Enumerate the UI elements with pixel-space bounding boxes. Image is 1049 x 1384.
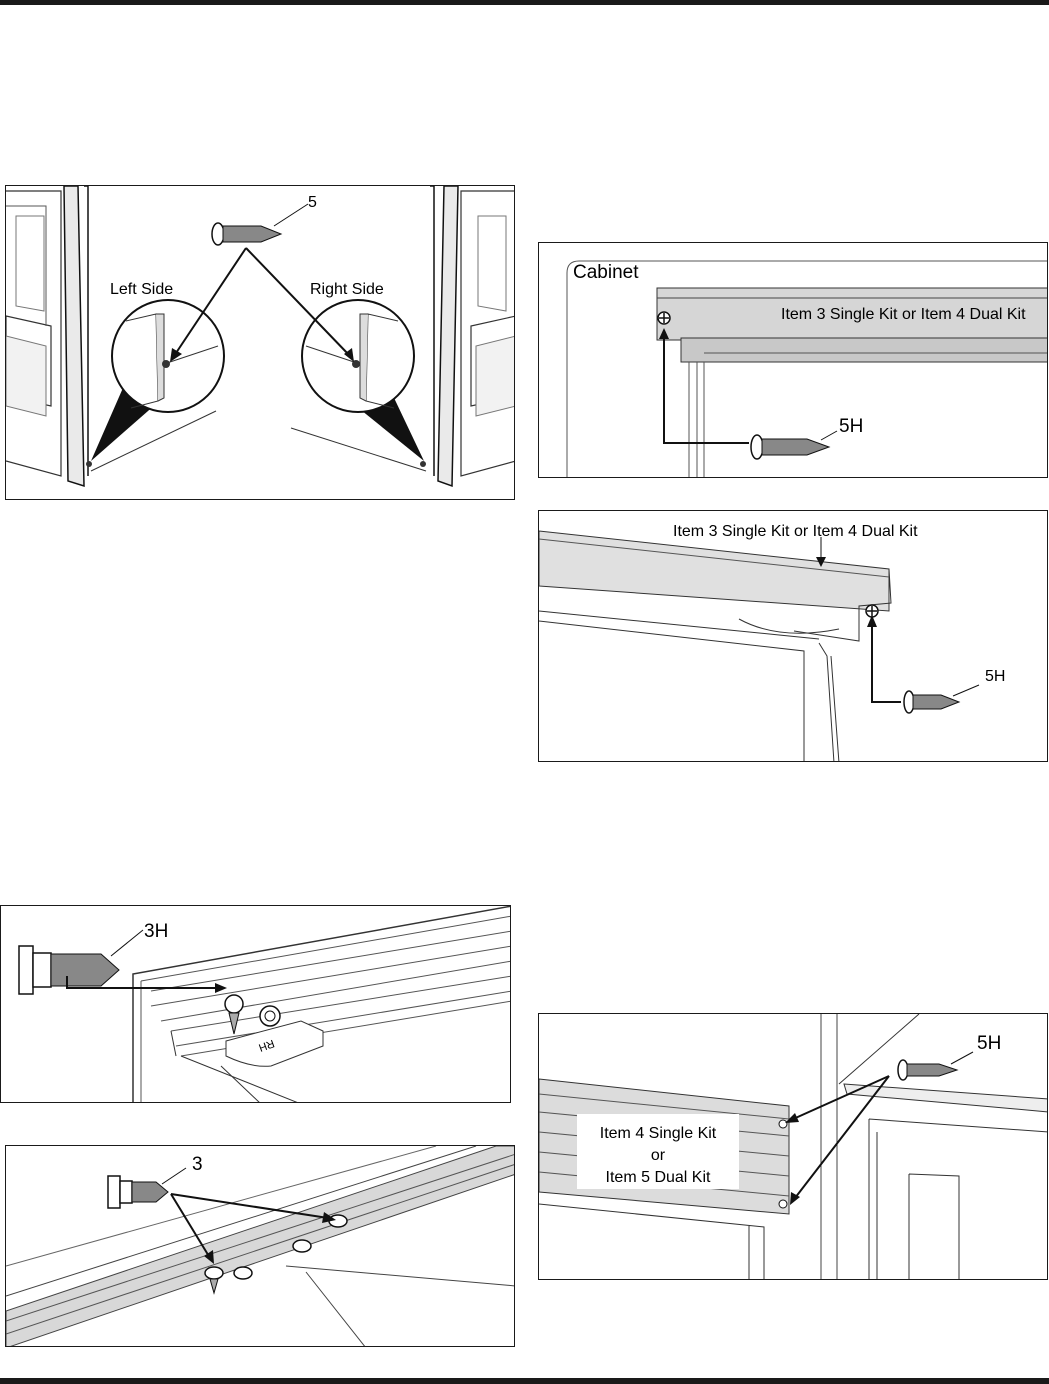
right-side-label: Right Side: [310, 281, 384, 298]
screw-5h-label: 5H: [977, 1033, 1002, 1054]
cabinet-label: Cabinet: [573, 262, 639, 283]
door-illustration: [6, 186, 514, 488]
figure-side-trim: 5H Item 4 Single Kit or Item 5 Dual Kit: [538, 1013, 1048, 1280]
screw-3-label: 3: [192, 1154, 203, 1175]
trim-alignment-illustration: [539, 530, 980, 761]
rail-screws-illustration: [6, 1146, 514, 1346]
top-rule: [0, 0, 1049, 5]
kit-label-line1: Item 4 Single Kit: [599, 1125, 717, 1142]
rh-bracket-illustration: RH: [18, 906, 510, 1102]
kit-label: Item 3 Single Kit or Item 4 Dual Kit: [781, 306, 1026, 323]
figure-trim-alignment: Item 3 Single Kit or Item 4 Dual Kit 5H: [538, 510, 1048, 762]
screw-5-label: 5: [308, 194, 317, 211]
figure-cabinet-trim: Cabinet Item 3 Single Kit or Item 4 Dual…: [538, 242, 1048, 478]
figure-rh-bracket: RH 3H: [0, 905, 511, 1103]
screw-3h-label: 3H: [144, 921, 169, 942]
cabinet-trim-illustration: [566, 260, 1047, 477]
kit-label: Item 3 Single Kit or Item 4 Dual Kit: [673, 523, 918, 540]
figure-door-hinge-screws: 5 Left Side Right Side: [5, 185, 515, 500]
bottom-rule: [0, 1378, 1049, 1384]
screw-5h-label: 5H: [839, 416, 864, 437]
screw-5h-label: 5H: [985, 668, 1006, 685]
kit-label-line3: Item 5 Dual Kit: [605, 1169, 711, 1186]
kit-label-line2: or: [650, 1147, 666, 1164]
left-side-label: Left Side: [110, 281, 174, 298]
figure-rail-screws: 3: [5, 1145, 515, 1347]
bracket-rh-mark: RH: [257, 1037, 276, 1054]
side-trim-illustration: [539, 1014, 1047, 1279]
